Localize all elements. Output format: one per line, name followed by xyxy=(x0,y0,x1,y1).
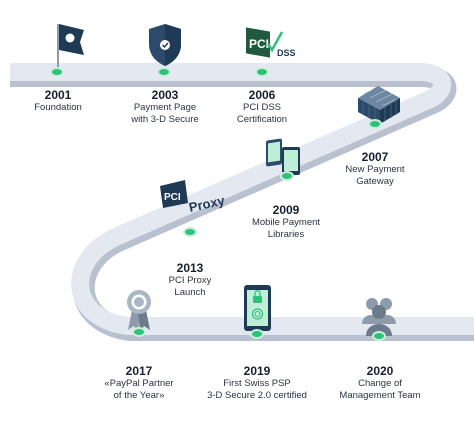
milestone-text: Foundation xyxy=(34,102,82,113)
marker-2020 xyxy=(372,331,386,341)
marker-2009 xyxy=(280,171,294,181)
mobile-devices-icon xyxy=(266,138,300,175)
milestone-text: Libraries xyxy=(267,229,305,240)
milestone-text: «PayPal Partner xyxy=(104,378,174,389)
milestone-markers xyxy=(50,67,386,341)
milestone-text: Gateway xyxy=(356,176,394,187)
milestone-2017: 2017 «PayPal Partner of the Year» xyxy=(104,364,173,402)
milestone-year: 2009 xyxy=(272,203,300,217)
marker-2006 xyxy=(255,67,269,77)
milestone-text: New Payment xyxy=(345,164,405,175)
milestone-2001: 2001 Foundation xyxy=(34,88,82,114)
fingerprint-phone-icon xyxy=(244,285,271,331)
milestone-year: 2001 xyxy=(44,88,72,102)
marker-2003 xyxy=(157,67,171,77)
milestone-year: 2020 xyxy=(366,364,394,378)
milestone-2019: 2019 First Swiss PSP 3-D Secure 2.0 cert… xyxy=(207,364,307,402)
milestone-2006: 2006 PCI DSS Certification xyxy=(237,88,287,126)
milestone-year: 2003 xyxy=(151,88,179,102)
milestone-text: 3-D Secure 2.0 certified xyxy=(207,390,307,401)
milestone-year: 2006 xyxy=(248,88,276,102)
milestone-year: 2017 xyxy=(125,364,153,378)
milestone-text: Mobile Payment xyxy=(251,217,321,228)
milestone-2009: 2009 Mobile Payment Libraries xyxy=(252,203,320,241)
pci-dss-logo-pci: PCI xyxy=(249,37,269,51)
pci-proxy-logo-pci: PCI xyxy=(164,192,181,203)
milestone-2007: 2007 New Payment Gateway xyxy=(345,150,404,188)
marker-2001 xyxy=(50,67,64,77)
marker-2017 xyxy=(132,327,146,337)
milestone-text: Management Team xyxy=(339,390,421,401)
milestone-text: PCI Proxy xyxy=(168,275,212,286)
marker-2007 xyxy=(368,119,382,129)
milestone-text: of the Year» xyxy=(113,390,165,401)
pci-dss-logo-dss: DSS xyxy=(277,48,296,58)
milestone-text: Change of xyxy=(358,378,402,389)
milestone-year: 2007 xyxy=(361,150,389,164)
team-icon xyxy=(362,298,396,336)
milestone-year: 2013 xyxy=(176,261,204,275)
milestone-text: Payment Page xyxy=(133,102,197,113)
milestone-text: Certification xyxy=(236,114,288,125)
timeline-road xyxy=(10,63,474,341)
flag-icon xyxy=(57,24,84,70)
milestone-year: 2019 xyxy=(243,364,271,378)
milestone-text: PCI DSS xyxy=(242,102,282,113)
milestone-2020: 2020 Change of Management Team xyxy=(339,364,420,402)
pci-dss-logo-icon: PCI DSS xyxy=(246,27,296,58)
server-cubes-icon xyxy=(358,86,400,124)
milestone-text: Launch xyxy=(174,287,206,298)
milestone-2013: 2013 PCI Proxy Launch xyxy=(169,261,212,299)
marker-2019 xyxy=(250,329,264,339)
milestone-text: First Swiss PSP xyxy=(223,378,291,389)
milestone-2003: 2003 Payment Page with 3-D Secure xyxy=(131,88,199,126)
shield-icon xyxy=(149,24,181,66)
award-rosette-icon xyxy=(127,290,151,332)
milestone-text: with 3-D Secure xyxy=(131,114,199,125)
marker-2013 xyxy=(183,227,197,237)
